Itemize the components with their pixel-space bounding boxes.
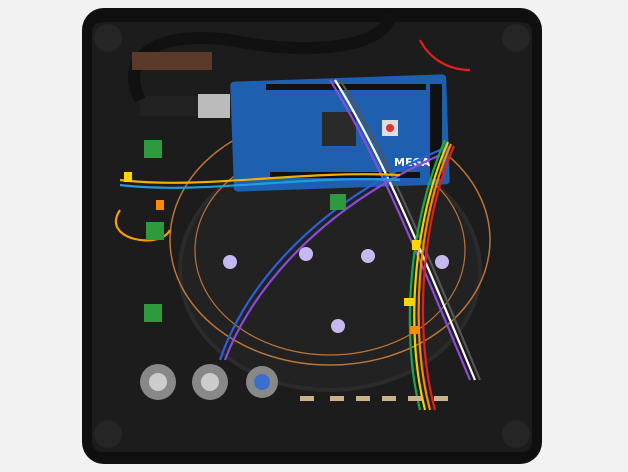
sensor-module (146, 222, 164, 240)
switch-module (132, 52, 212, 70)
sensor-module (330, 194, 346, 210)
microcontroller-chip (322, 112, 356, 146)
corner-screw-post (502, 420, 530, 448)
zip-ties (124, 172, 420, 306)
corner-screw-post (94, 24, 122, 52)
led-group (223, 247, 449, 333)
ribbon-wires (115, 39, 482, 411)
resistor-row (300, 396, 448, 401)
usb-port (198, 94, 230, 118)
sensor-module (144, 304, 162, 322)
sensor-module (144, 140, 162, 158)
corner-screw-post (502, 24, 530, 52)
panel-buttons (140, 364, 278, 400)
zip-ties (156, 200, 420, 334)
usb-plug (140, 96, 200, 116)
corner-screw-post (94, 420, 122, 448)
